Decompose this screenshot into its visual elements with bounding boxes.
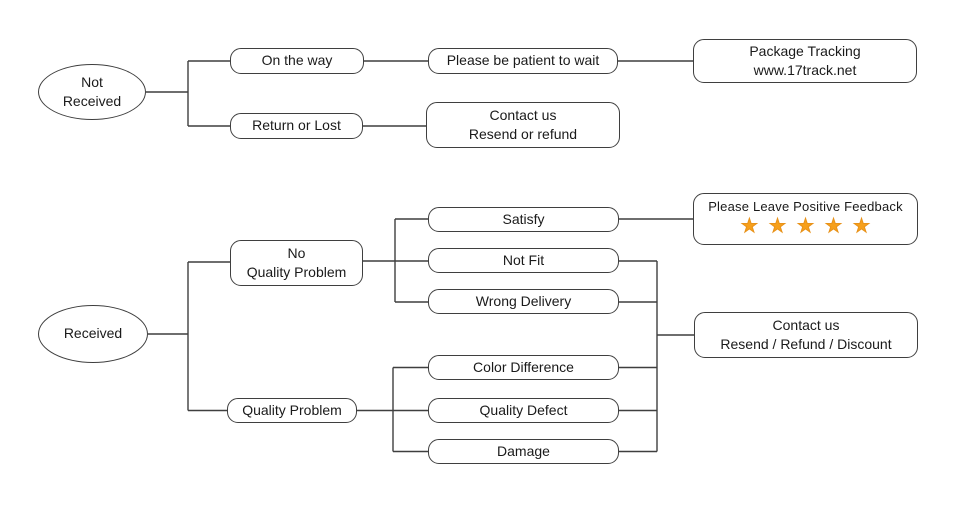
flow-node-wrong-delivery: Wrong Delivery <box>428 289 619 314</box>
flow-node-no-quality-problem: No Quality Problem <box>230 240 363 286</box>
flow-node-contact-resend-refund: Contact us Resend or refund <box>426 102 620 148</box>
flow-node-not-received: Not Received <box>38 64 146 120</box>
star-icons: ★★★★★ <box>740 215 882 237</box>
flow-node-positive-feedback: Please Leave Positive Feedback ★★★★★ <box>693 193 918 245</box>
flow-node-please-be-patient: Please be patient to wait <box>428 48 618 74</box>
flow-node-package-tracking: Package Tracking www.17track.net <box>693 39 917 83</box>
flow-node-received: Received <box>38 305 148 363</box>
flow-node-quality-defect: Quality Defect <box>428 398 619 423</box>
flow-node-not-fit: Not Fit <box>428 248 619 273</box>
flow-node-quality-problem: Quality Problem <box>227 398 357 423</box>
flow-node-return-or-lost: Return or Lost <box>230 113 363 139</box>
flow-node-satisfy: Satisfy <box>428 207 619 232</box>
flow-node-color-difference: Color Difference <box>428 355 619 380</box>
positive-feedback-label: Please Leave Positive Feedback <box>708 199 903 215</box>
flow-node-on-the-way: On the way <box>230 48 364 74</box>
flow-node-contact-resend-refund-discount: Contact us Resend / Refund / Discount <box>694 312 918 358</box>
flow-node-damage: Damage <box>428 439 619 464</box>
